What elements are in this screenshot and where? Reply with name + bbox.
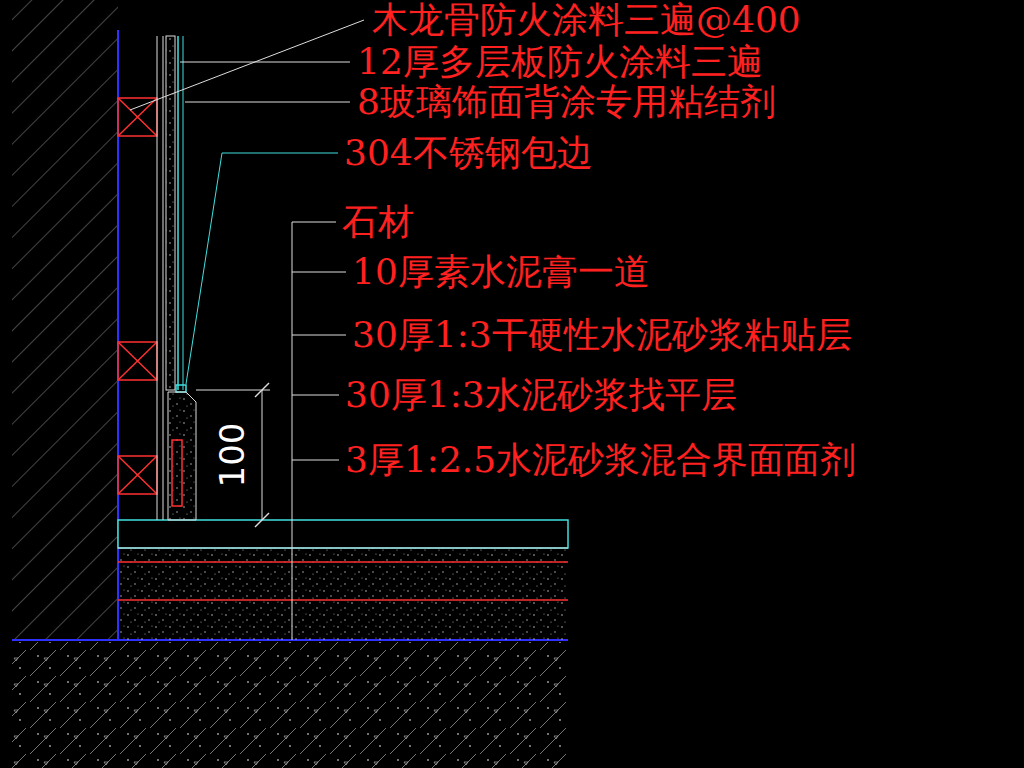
dimension-value: 100 [215,421,249,490]
bedding-mortar-note: 30厚1:3干硬性水泥砂浆粘贴层 [350,317,854,353]
batten-note: 木龙骨防火涂料三遍@400 [370,2,803,38]
interface-agent-note: 3厚1:2.5水泥砂浆混合界面面剂 [343,442,858,478]
screed-note: 30厚1:3水泥砂浆找平层 [343,377,739,413]
cement-paste-note: 10厚素水泥膏一道 [350,254,652,290]
glass-note: 8玻璃饰面背涂专用粘结剂 [355,84,778,120]
edge-trim-note: 304不锈钢包边 [342,135,595,171]
stone-note: 石材 [340,204,416,240]
plywood-note: 12厚多层板防火涂料三遍 [355,44,765,80]
